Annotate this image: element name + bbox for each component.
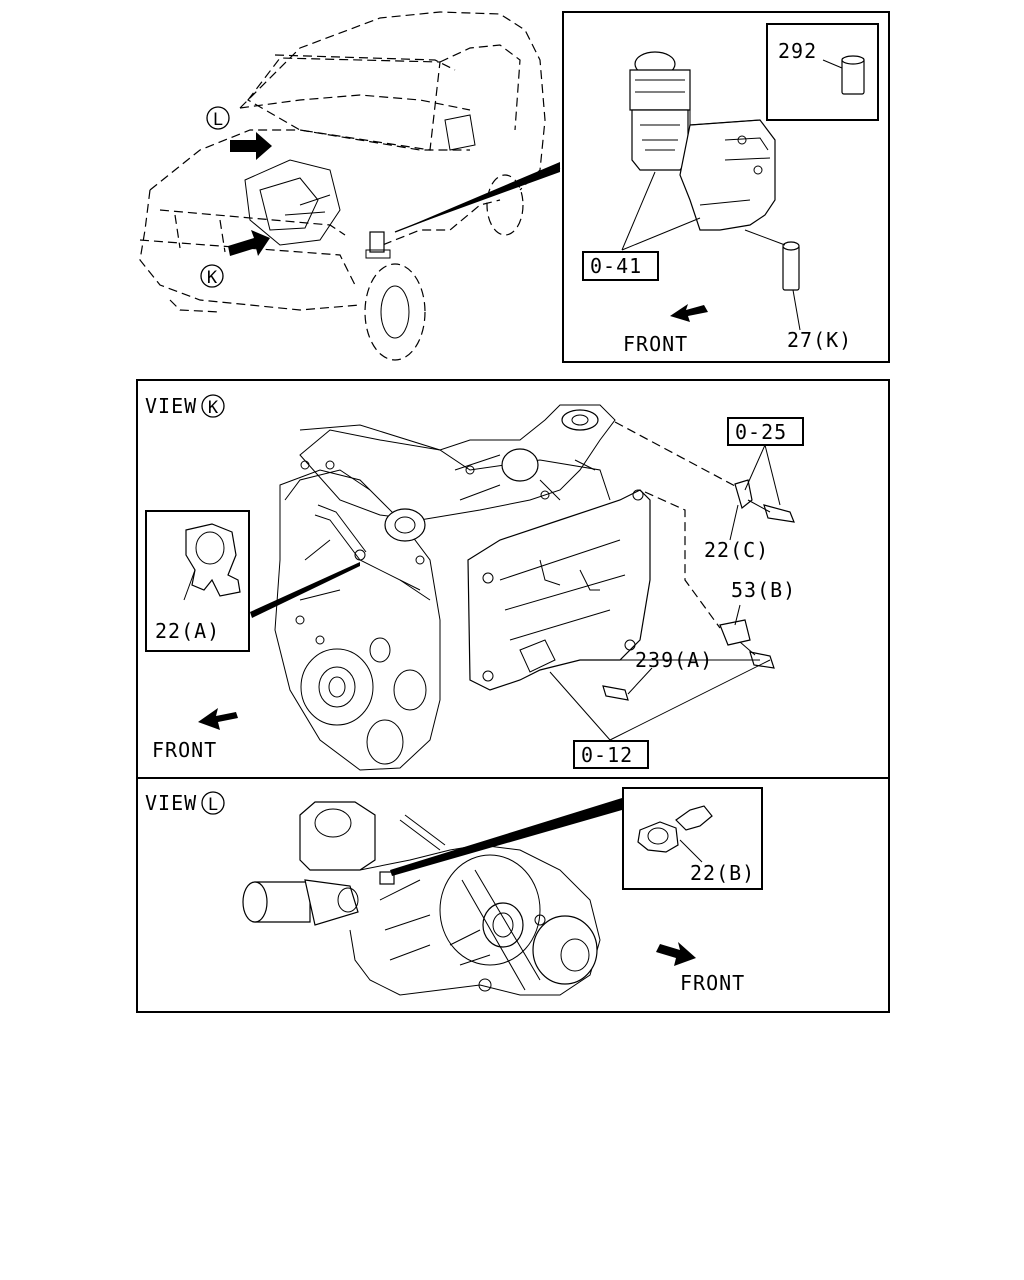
view-l-title: VIEW bbox=[145, 791, 197, 815]
vehicle-overview: L K bbox=[139, 11, 561, 361]
label-0-41: 0-41 bbox=[590, 254, 642, 278]
callout-l: L bbox=[213, 110, 223, 130]
label-front-k: FRONT bbox=[152, 738, 217, 762]
views-frame bbox=[136, 379, 890, 1013]
label-front-detail: FRONT bbox=[623, 332, 688, 356]
front-arrow-icon bbox=[670, 304, 708, 322]
view-k: VIEW K bbox=[145, 394, 804, 771]
view-l-letter: L bbox=[208, 795, 218, 815]
label-front-l: FRONT bbox=[680, 971, 745, 995]
label-0-25: 0-25 bbox=[735, 420, 787, 444]
callout-circle-icon bbox=[201, 394, 225, 418]
front-arrow-icon bbox=[656, 942, 696, 966]
view-k-letter: K bbox=[208, 398, 219, 418]
view-k-title: VIEW bbox=[145, 394, 197, 418]
view-l: VIEW L 22(B) FRONT bbox=[145, 787, 763, 996]
callout-circle-icon bbox=[200, 264, 224, 288]
label-22c: 22(C) bbox=[704, 538, 769, 562]
callout-k: K bbox=[207, 268, 218, 288]
callout-circle-icon bbox=[206, 106, 230, 130]
front-arrow-icon bbox=[198, 708, 238, 730]
callout-circle-icon bbox=[201, 791, 225, 815]
front-arrow-icon bbox=[228, 230, 270, 256]
label-22a: 22(A) bbox=[155, 619, 220, 643]
detail-box: 292 0-41 27(K) FRONT bbox=[562, 11, 890, 363]
label-292: 292 bbox=[778, 39, 817, 63]
label-22b: 22(B) bbox=[690, 861, 755, 885]
label-53b: 53(B) bbox=[731, 578, 796, 602]
front-arrow-icon bbox=[230, 132, 272, 160]
label-0-12: 0-12 bbox=[581, 743, 633, 767]
label-27k: 27(K) bbox=[787, 328, 852, 352]
